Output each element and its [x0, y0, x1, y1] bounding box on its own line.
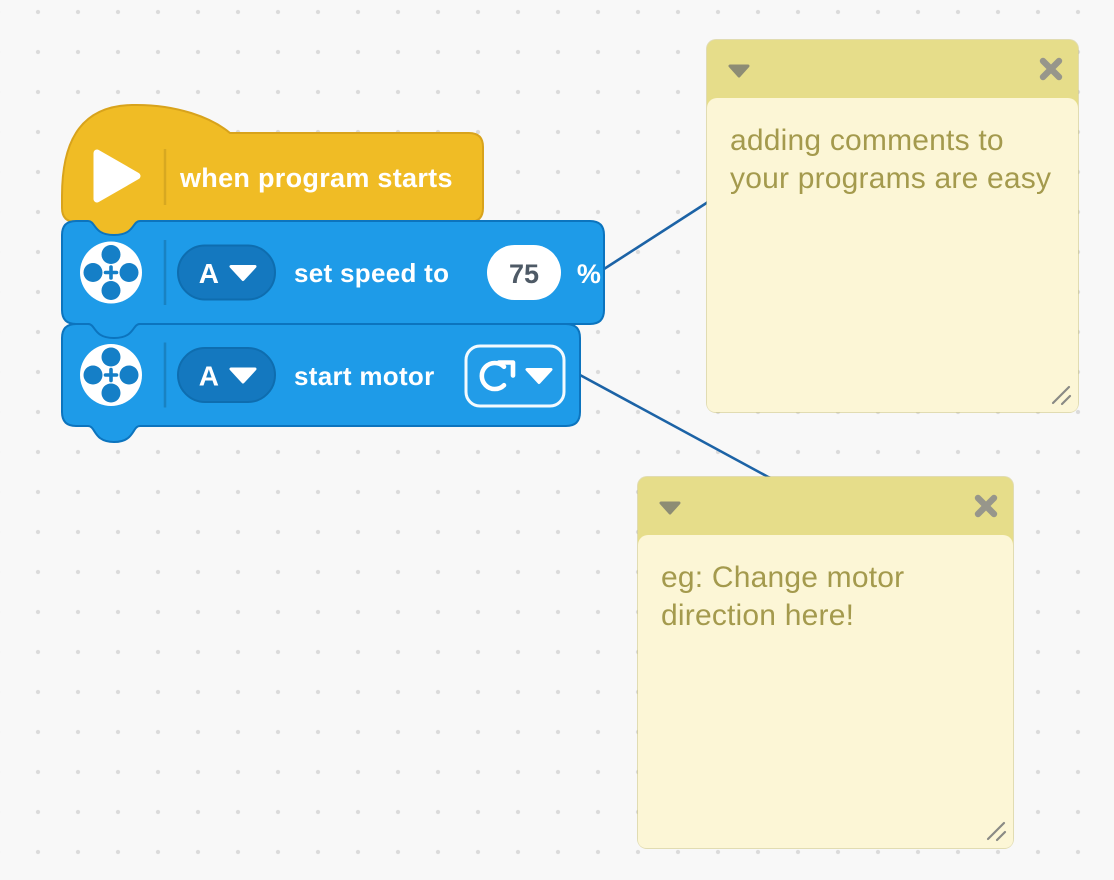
direction-dropdown[interactable]	[464, 344, 566, 408]
comment-text[interactable]: adding comments to your programs are eas…	[707, 98, 1078, 412]
port-value: A	[199, 361, 220, 392]
port-dropdown[interactable]: A	[177, 244, 276, 301]
speed-value: 75	[509, 259, 539, 289]
port-value: A	[199, 258, 220, 289]
collapse-comment-icon[interactable]	[658, 500, 682, 516]
comment-header[interactable]	[707, 40, 1078, 98]
workspace-comment: eg: Change motor direction here!	[638, 477, 1013, 848]
block-motor-set-speed[interactable]: A set speed to 75 %	[61, 220, 605, 342]
motor-icon	[80, 241, 142, 304]
unit-label: %	[577, 259, 601, 289]
block-label: start motor	[294, 361, 435, 391]
block-label: set speed to	[294, 258, 449, 288]
comment-text[interactable]: eg: Change motor direction here!	[638, 535, 1013, 848]
resize-handle-icon[interactable]	[1049, 383, 1073, 407]
close-icon[interactable]	[1038, 56, 1064, 82]
close-icon[interactable]	[973, 493, 999, 519]
block-when-program-starts[interactable]: when program starts	[61, 103, 484, 240]
speed-value-input[interactable]: 75	[487, 245, 561, 300]
block-motor-start[interactable]: A start motor	[61, 323, 581, 444]
chevron-down-icon	[229, 265, 257, 281]
chevron-down-icon	[229, 367, 257, 384]
rotate-clockwise-icon	[479, 360, 516, 392]
workspace-comment: adding comments to your programs are eas…	[707, 40, 1078, 412]
motor-icon	[80, 344, 142, 406]
comment-header[interactable]	[638, 477, 1013, 535]
chevron-down-icon	[525, 368, 553, 384]
comment-connector-line	[603, 200, 709, 271]
port-dropdown[interactable]: A	[177, 347, 276, 403]
play-icon	[93, 149, 141, 203]
resize-handle-icon[interactable]	[984, 819, 1008, 843]
hat-block-label: when program starts	[179, 163, 453, 193]
comment-connector-line	[579, 373, 771, 480]
collapse-comment-icon[interactable]	[727, 63, 751, 79]
